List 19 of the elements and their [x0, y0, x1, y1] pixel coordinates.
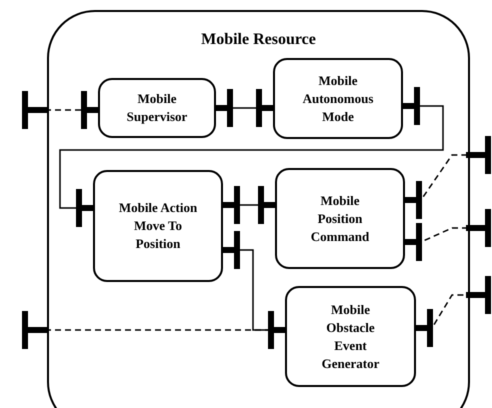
port-connector — [405, 209, 491, 261]
component-label: Mobile Autonomous Mode — [302, 72, 374, 126]
port-connector — [223, 186, 275, 224]
port-connector — [59, 87, 444, 227]
container-title: Mobile Resource — [200, 30, 317, 50]
component-label: Mobile Supervisor — [126, 90, 188, 126]
component-label: Mobile Action Move To Position — [118, 199, 198, 253]
component-box — [273, 58, 403, 139]
port-connector — [416, 276, 491, 347]
component-box — [285, 286, 416, 387]
component-box — [93, 170, 223, 282]
component-box — [275, 168, 405, 269]
port-connector — [216, 89, 273, 127]
component-label: Mobile Position Command — [310, 192, 370, 246]
component-label: Mobile Obstacle Event Generator — [320, 300, 380, 372]
component-box — [98, 78, 216, 138]
port-connector — [405, 136, 491, 219]
resource-container — [47, 10, 470, 408]
port-connector — [22, 91, 98, 129]
